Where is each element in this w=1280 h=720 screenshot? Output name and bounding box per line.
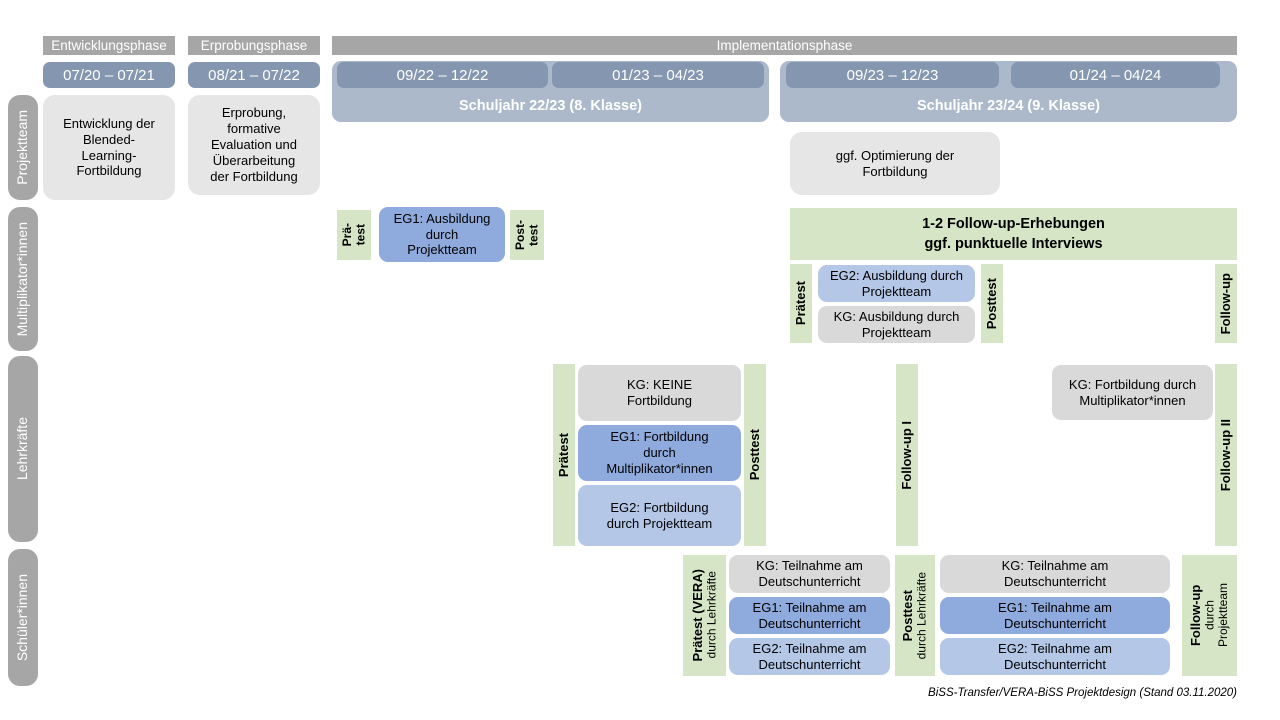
test-label-posttest-schueler: Posttest durch Lehrkräfte — [895, 555, 935, 676]
date-label-3: 09/22 – 12/22 — [396, 66, 489, 84]
date-label-5: 09/23 – 12/23 — [846, 66, 939, 84]
test-label-posttest-small-text: Post- test — [512, 220, 541, 250]
phase-label-erprobung: Erprobungsphase — [200, 38, 308, 53]
box-kg-teilnahme-2: KG: Teilnahme am Deutschunterricht — [940, 555, 1170, 593]
test-label-followup1-lehr-text: Follow-up I — [898, 420, 914, 490]
followup-schueler-line2: durch — [1202, 600, 1217, 631]
phase-bar-entwicklung: Entwicklungsphase — [43, 36, 175, 55]
posttest-small-line2: test — [526, 224, 540, 246]
box-eg2-teilnahme-2: EG2: Teilnahme am Deutschunterricht — [940, 638, 1170, 675]
test-label-praetest-vera: Prätest (VERA) durch Lehrkräfte — [683, 555, 726, 676]
row-label-multiplikatoren-text: Multiplikator*innen — [14, 221, 31, 337]
test-label-followup2-lehr: Follow-up II — [1215, 364, 1237, 546]
test-label-followup-mult: Follow-up — [1215, 264, 1237, 343]
test-label-posttest-lehr-text: Posttest — [746, 429, 762, 481]
date-label-2: 08/21 – 07/22 — [208, 66, 300, 84]
row-label-multiplikatoren: Multiplikator*innen — [8, 207, 38, 351]
box-eg1-ausbildung: EG1: Ausbildung durch Projektteam — [379, 207, 505, 262]
school-year-label-2324: Schuljahr 23/24 (9. Klasse) — [917, 98, 1100, 114]
test-label-praetest-lehr: Prätest — [553, 364, 575, 546]
posttest-schueler-line1: Posttest — [900, 589, 915, 642]
phase-label-implementation: Implementationsphase — [716, 38, 853, 53]
praetest-small-line1: Prä- — [339, 223, 354, 247]
test-label-posttest-lehr: Posttest — [744, 364, 766, 546]
test-label-posttest-mult: Posttest — [981, 264, 1003, 343]
box-kg-teilnahme-1: KG: Teilnahme am Deutschunterricht — [729, 555, 890, 593]
box-kg-fortbildung-mult: KG: Fortbildung durch Multiplikator*inne… — [1052, 365, 1213, 420]
praetest-small-line2: test — [353, 224, 367, 246]
box-eg2-teilnahme-1: EG2: Teilnahme am Deutschunterricht — [729, 638, 890, 675]
box-followup-erhebungen: 1-2 Follow-up-Erhebungen ggf. punktuelle… — [790, 208, 1237, 260]
test-label-praetest-small-text: Prä- test — [339, 223, 368, 247]
date-bar-0922-1222: 09/22 – 12/22 — [337, 62, 548, 88]
test-label-followup-schueler: Follow-up durch Projektteam — [1182, 555, 1237, 676]
row-label-lehrkraefte: Lehrkräfte — [8, 356, 38, 542]
date-label-1: 07/20 – 07/21 — [63, 66, 155, 84]
box-kg-keine-fortbildung: KG: KEINE Fortbildung — [578, 365, 741, 421]
posttest-schueler-line2: durch Lehrkräfte — [914, 571, 929, 660]
box-eg2-fortbildung: EG2: Fortbildung durch Projektteam — [578, 485, 741, 546]
box-eg1-teilnahme-1: EG1: Teilnahme am Deutschunterricht — [729, 597, 890, 634]
phase-label-entwicklung: Entwicklungsphase — [51, 38, 167, 53]
box-eg1-fortbildung: EG1: Fortbildung durch Multiplikator*inn… — [578, 425, 741, 481]
test-label-posttest-small: Post- test — [510, 210, 544, 260]
date-label-4: 01/23 – 04/23 — [612, 66, 704, 84]
praetest-vera-line1: Prätest (VERA) — [689, 569, 705, 662]
followup-schueler-line1: Follow-up — [1187, 584, 1203, 647]
test-label-followup1-lehr: Follow-up I — [896, 364, 918, 546]
date-bar-0124-0424: 01/24 – 04/24 — [1011, 62, 1220, 88]
row-label-lehrkraefte-text: Lehrkräfte — [14, 417, 31, 481]
followup-schueler-line3: Projektteam — [1215, 583, 1230, 648]
test-label-posttest-schueler-text: Posttest durch Lehrkräfte — [900, 571, 929, 660]
test-label-posttest-mult-text: Posttest — [983, 277, 999, 330]
test-label-praetest-lehr-text: Prätest — [555, 432, 571, 478]
test-label-praetest-mult-text: Prätest — [792, 281, 808, 326]
posttest-small-line1: Post- — [512, 220, 527, 250]
test-label-praetest-mult: Prätest — [790, 264, 812, 343]
phase-bar-erprobung: Erprobungsphase — [188, 36, 320, 55]
phase-bar-implementation: Implementationsphase — [332, 36, 1237, 55]
box-entwicklung-fortbildung: Entwicklung der Blended- Learning- Fortb… — [43, 95, 175, 200]
box-kg-ausbildung: KG: Ausbildung durch Projektteam — [818, 306, 975, 343]
date-bar-0821-0722: 08/21 – 07/22 — [188, 62, 320, 88]
row-label-schueler-text: Schüler*innen — [14, 573, 31, 662]
test-label-followup2-lehr-text: Follow-up II — [1217, 418, 1233, 492]
test-label-followup-mult-text: Follow-up — [1217, 272, 1233, 335]
school-year-label-2223: Schuljahr 22/23 (8. Klasse) — [459, 98, 642, 114]
date-label-6: 01/24 – 04/24 — [1069, 66, 1162, 84]
box-eg2-ausbildung: EG2: Ausbildung durch Projektteam — [818, 265, 975, 302]
date-bar-0720-0721: 07/20 – 07/21 — [43, 62, 175, 88]
test-label-praetest-vera-text: Prätest (VERA) durch Lehrkräfte — [689, 569, 719, 662]
row-label-projektteam-text: Projektteam — [14, 110, 31, 185]
date-bar-0923-1223: 09/23 – 12/23 — [786, 62, 999, 88]
box-erprobung-evaluation: Erprobung, formative Evaluation und Über… — [188, 95, 320, 195]
box-eg1-teilnahme-2: EG1: Teilnahme am Deutschunterricht — [940, 597, 1170, 634]
test-label-praetest-small: Prä- test — [337, 210, 371, 260]
row-label-projektteam: Projektteam — [8, 95, 38, 200]
date-bar-0123-0423: 01/23 – 04/23 — [552, 62, 764, 88]
diagram-caption: BiSS-Transfer/VERA-BiSS Projektdesign (S… — [928, 687, 1237, 699]
row-label-schueler: Schüler*innen — [8, 549, 38, 686]
praetest-vera-line2: durch Lehrkräfte — [704, 571, 719, 660]
box-optimierung-fortbildung: ggf. Optimierung der Fortbildung — [790, 132, 1000, 195]
test-label-followup-schueler-text: Follow-up durch Projektteam — [1187, 583, 1230, 648]
